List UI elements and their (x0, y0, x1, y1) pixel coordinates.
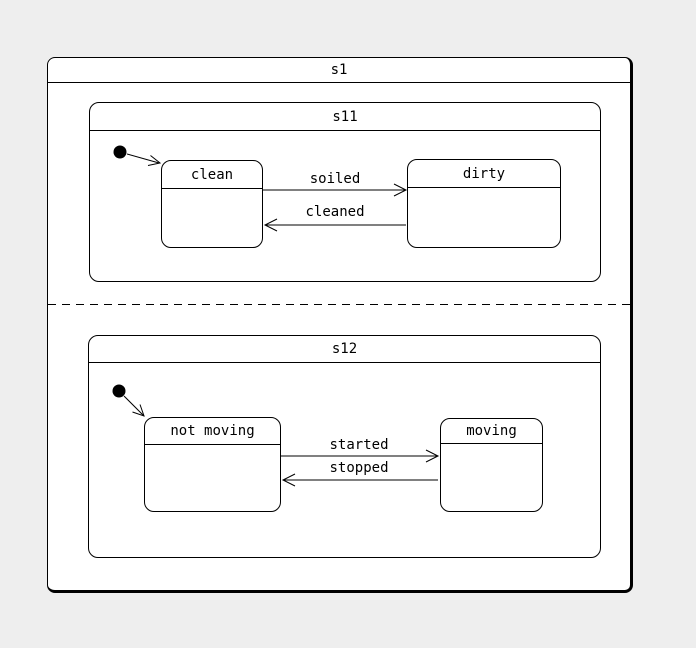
state-dirty[interactable]: dirty (407, 159, 561, 248)
state-s11-title: s11 (90, 103, 600, 131)
initial-transition-s12[interactable] (123, 395, 145, 417)
initial-pseudostate-icon-s12[interactable] (112, 384, 126, 398)
transition-label-soiled[interactable]: soiled (309, 171, 361, 187)
transition-label-started[interactable]: started (329, 437, 389, 453)
state-not-moving[interactable]: not moving (144, 417, 281, 512)
transition-started-arrow[interactable] (281, 449, 440, 463)
state-s12-title: s12 (89, 336, 600, 363)
transition-label-stopped[interactable]: stopped (329, 460, 389, 476)
initial-pseudostate-icon-s11[interactable] (113, 145, 127, 159)
state-moving[interactable]: moving (440, 418, 543, 512)
transition-cleaned-arrow[interactable] (263, 218, 406, 232)
transition-label-cleaned[interactable]: cleaned (305, 204, 365, 220)
state-s1-title: s1 (48, 58, 630, 83)
state-clean-title: clean (162, 161, 262, 189)
state-clean[interactable]: clean (161, 160, 263, 248)
transition-stopped-arrow[interactable] (281, 473, 438, 487)
state-dirty-title: dirty (408, 160, 560, 188)
initial-transition-s11[interactable] (126, 153, 162, 166)
region-divider (48, 304, 632, 305)
state-not-moving-title: not moving (145, 418, 280, 445)
state-moving-title: moving (441, 419, 542, 444)
transition-soiled-arrow[interactable] (263, 183, 408, 197)
